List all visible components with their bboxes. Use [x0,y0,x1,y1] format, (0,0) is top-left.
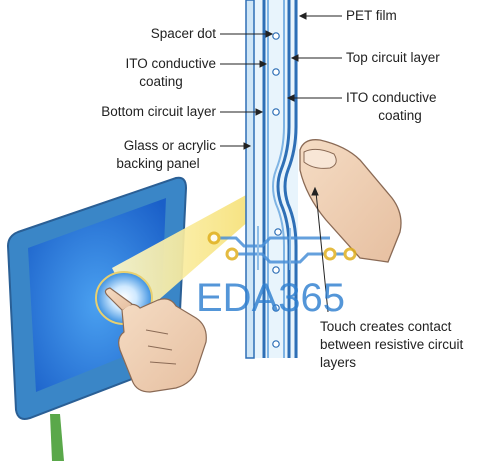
label-ito-right-line2: coating [378,108,422,123]
right-leader-lines [286,12,342,313]
label-top-circuit-layer: Top circuit layer [346,50,440,65]
finger-illustration [299,139,402,263]
touch-contact-note: Touch creates contact between resistive … [320,318,463,372]
watermark-text: EDA365 [196,276,345,320]
watermark-circuit-icon [207,226,357,270]
label-ito-left-line2: coating [139,74,183,89]
label-glass-line1: Glass or acrylic [123,138,216,153]
top-circuit-layer [276,0,291,358]
spacer-dots [272,32,282,348]
touch-note-line2: between resistive circuit [320,337,464,352]
label-ito-right-line1: ITO conductive [346,90,437,105]
label-glass-line2: backing panel [116,156,200,171]
pet-film-layer [283,0,298,358]
label-pet-film: PET film [346,8,397,23]
touch-note-line1: Touch creates contact [320,319,452,334]
left-leader-lines [220,30,274,150]
layer-stack [245,0,298,359]
backing-panel-layer [245,0,255,359]
ito-coating-top [272,0,285,358]
monitor-stand [50,414,64,461]
label-bottom-circuit-layer: Bottom circuit layer [101,104,216,119]
label-spacer-dot: Spacer dot [150,26,216,41]
touch-note-line3: layers [320,355,357,370]
hand-at-screen [104,287,207,393]
label-ito-left-line1: ITO conductive [125,56,216,71]
